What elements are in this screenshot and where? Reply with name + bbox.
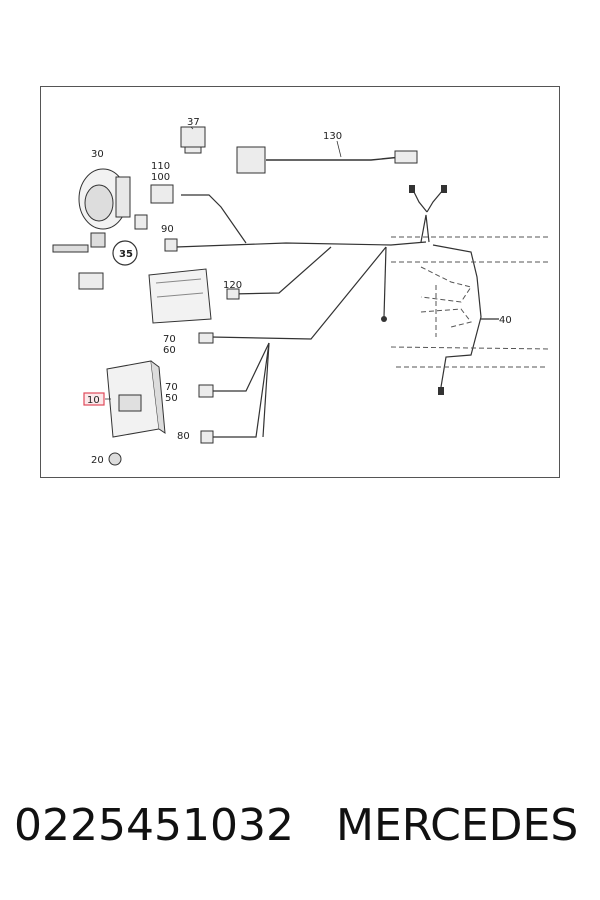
harness-fork-top <box>412 189 444 213</box>
connector-130-right <box>394 150 418 164</box>
callout-20: 20 <box>91 455 104 466</box>
connector-70-50 <box>198 384 214 398</box>
part-number: 0225451032 <box>14 800 294 851</box>
callout-70-lower: 70 <box>165 382 178 393</box>
connector-120 <box>226 288 240 300</box>
brand-name: MERCEDES <box>336 800 579 851</box>
harness-branch-120 <box>230 246 332 295</box>
connector-40-end <box>438 387 444 395</box>
harness-branch-70-60 <box>210 246 387 340</box>
callout-100: 100 <box>151 172 170 183</box>
callout-37: 37 <box>187 117 200 128</box>
harness-drop <box>383 246 387 318</box>
connector-fork-right <box>441 185 447 193</box>
callout-80: 80 <box>177 431 190 442</box>
harness-branch-40 <box>432 244 482 388</box>
connector-80 <box>200 430 214 444</box>
callout-35-circle <box>112 240 138 266</box>
callout-120: 120 <box>223 280 242 291</box>
wiring-diagram: 10 20 30 35 37 40 50 60 70 70 80 90 100 … <box>52 117 552 466</box>
component-bracket <box>78 214 148 290</box>
callout-50: 50 <box>165 393 178 404</box>
callout-130: 130 <box>323 131 342 142</box>
callout-70-upper: 70 <box>163 334 176 345</box>
callout-110: 110 <box>151 161 170 172</box>
callout-35: 35 <box>119 249 133 260</box>
control-unit-10 <box>106 360 166 438</box>
vehicle-outline <box>390 236 552 368</box>
connector-70-60 <box>198 332 214 344</box>
component-37 <box>180 126 206 154</box>
callout-30: 30 <box>91 149 104 160</box>
connector-110-100 <box>150 184 174 204</box>
callout-40: 40 <box>499 315 512 326</box>
connector-130-left <box>236 146 266 174</box>
harness-branch-70-50 <box>213 342 270 392</box>
component-120 <box>148 268 212 324</box>
diagram-frame: 10 20 30 35 37 40 50 60 70 70 80 90 100 … <box>40 86 560 478</box>
callout-90: 90 <box>161 224 174 235</box>
component-30 <box>78 168 131 230</box>
callout-10: 10 <box>87 395 100 406</box>
ground-point <box>381 316 387 322</box>
connector-90 <box>164 238 178 252</box>
screw-20 <box>108 452 122 466</box>
callout-60: 60 <box>163 345 176 356</box>
harness-branch-110 <box>181 194 247 244</box>
footer: 0225451032 MERCEDES <box>0 800 600 860</box>
component-bolt <box>52 232 106 253</box>
harness-branch-80 <box>213 342 270 438</box>
harness-trunk <box>175 241 427 248</box>
callout-10-highlight <box>83 392 105 406</box>
cable-130 <box>266 156 411 161</box>
connector-fork-left <box>409 185 415 193</box>
